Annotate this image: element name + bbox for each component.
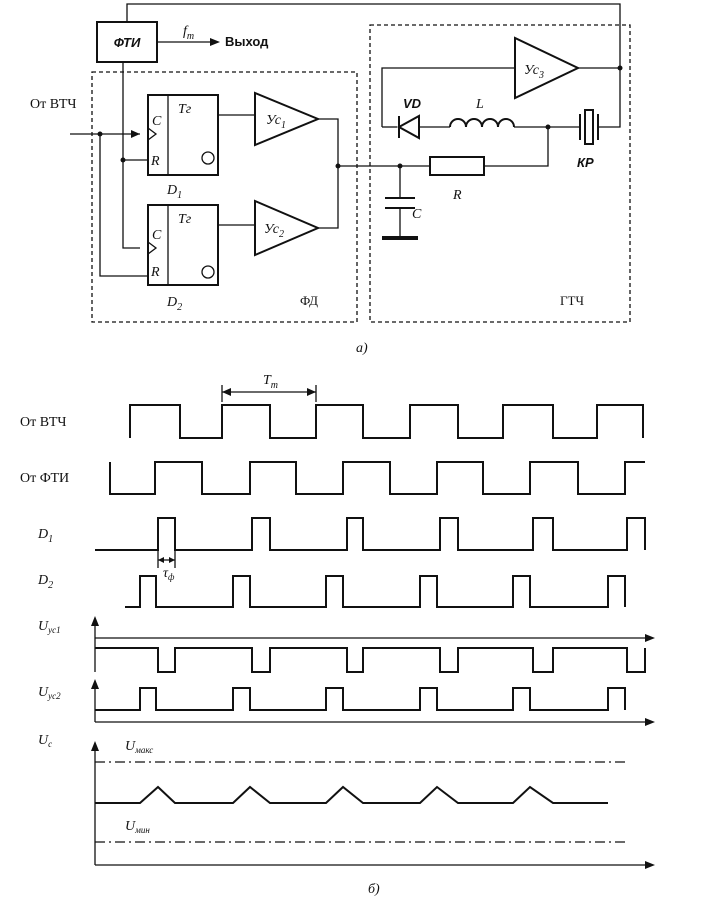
junction-node bbox=[545, 124, 551, 130]
caption-a: а) bbox=[356, 341, 368, 356]
axis-uys1-y-arrow bbox=[91, 616, 99, 626]
vd-label: VD bbox=[403, 96, 422, 111]
ft-label: fт bbox=[183, 24, 194, 42]
tau-arrow-left bbox=[158, 557, 164, 563]
timing-diagram: Tт От ВТЧ От ФТИ D1 D2 Uус1 Uус2 Uс τф bbox=[20, 373, 655, 897]
trigger-d1-output-circle bbox=[201, 151, 215, 165]
feedback-wire bbox=[126, 3, 621, 68]
period-arrow-right bbox=[307, 388, 316, 396]
trigger-d2-output-circle bbox=[201, 265, 215, 279]
tau-arrow-right bbox=[169, 557, 175, 563]
amp3-label: Ус3 bbox=[524, 63, 544, 81]
wave-d2 bbox=[125, 575, 626, 608]
wave-fti bbox=[109, 461, 645, 495]
fti-block-label: ФТИ bbox=[114, 35, 141, 50]
amp1-out-wire bbox=[318, 118, 339, 229]
trigger-d1-c: C bbox=[152, 114, 162, 129]
axis-uys1-x-arrow bbox=[645, 634, 655, 642]
fd-block-boundary bbox=[91, 71, 358, 323]
row-label-vtch: От ВТЧ bbox=[20, 415, 67, 430]
fti-clock2-wire bbox=[122, 160, 140, 249]
trigger-d2-type: Тг bbox=[178, 212, 192, 227]
fd-label: ФД bbox=[300, 293, 318, 308]
amp2-label: Ус2 bbox=[264, 222, 284, 240]
quartz-out-wire bbox=[598, 68, 621, 128]
output-label: Выход bbox=[225, 34, 269, 49]
tau-label: τф bbox=[163, 566, 175, 582]
trigger-d2-name: D2 bbox=[166, 295, 182, 313]
amp3 bbox=[514, 36, 581, 100]
amp1-label: Ус1 bbox=[266, 113, 286, 131]
row-label-fti: От ФТИ bbox=[20, 471, 69, 486]
r-to-node-wire bbox=[484, 127, 549, 167]
l-label: L bbox=[475, 97, 484, 112]
resistor-r bbox=[429, 156, 485, 176]
input-label: От ВТЧ bbox=[30, 97, 77, 112]
wave-d1 bbox=[95, 517, 646, 551]
wave-vtch bbox=[129, 404, 644, 439]
row-label-uys2: Uус2 bbox=[38, 685, 61, 701]
amp1 bbox=[254, 91, 321, 147]
amp2 bbox=[254, 199, 321, 257]
inductor-l bbox=[449, 118, 515, 128]
row-label-d1: D1 bbox=[37, 527, 53, 545]
u-max-label: Uмакс bbox=[125, 739, 153, 755]
gtch-label: ГТЧ bbox=[560, 293, 584, 308]
wave-uys2 bbox=[95, 687, 626, 711]
trigger-d1-r: R bbox=[150, 154, 160, 169]
fti-reset-wire bbox=[122, 62, 148, 161]
axis-uys2-y-arrow bbox=[91, 679, 99, 689]
row-label-uys1: Uус1 bbox=[38, 619, 61, 635]
trigger-d2-r: R bbox=[150, 265, 160, 280]
c-label: C bbox=[412, 207, 422, 222]
gtch-block-boundary bbox=[369, 24, 631, 323]
axis-uc-x-arrow bbox=[645, 861, 655, 869]
diode-vd bbox=[396, 114, 420, 140]
trigger-d1-clock-mark bbox=[147, 126, 158, 142]
r-label: R bbox=[452, 188, 462, 203]
input-arrowhead bbox=[131, 130, 140, 138]
junction-gtch-out bbox=[617, 65, 623, 71]
junction-input bbox=[97, 131, 103, 137]
wave-uys1 bbox=[95, 647, 646, 673]
input-reset2-wire bbox=[99, 134, 148, 277]
caption-b: б) bbox=[368, 882, 380, 897]
diode-left-wire bbox=[381, 67, 515, 127]
output-arrowhead bbox=[210, 38, 220, 46]
junction-fti bbox=[120, 157, 126, 163]
period-label: Tт bbox=[263, 373, 278, 391]
u-min-label: Uмин bbox=[125, 819, 150, 835]
row-label-d2: D2 bbox=[37, 573, 53, 591]
trigger-d2-c: C bbox=[152, 228, 162, 243]
trigger-d1-type: Тг bbox=[178, 102, 192, 117]
axis-uc-y-arrow bbox=[91, 741, 99, 751]
trigger-d2-clock-mark bbox=[147, 240, 158, 256]
wave-uc bbox=[95, 785, 608, 804]
schematic: ФТИ fт Выход От ВТЧ Тг C R D1 Тг C R bbox=[30, 3, 631, 356]
period-arrow-left bbox=[222, 388, 231, 396]
quartz-kp bbox=[584, 109, 594, 145]
kp-label: КР bbox=[577, 155, 594, 170]
trigger-d1-name: D1 bbox=[166, 183, 182, 201]
axis-uys2-x-arrow bbox=[645, 718, 655, 726]
row-label-uc: Uс bbox=[38, 733, 52, 749]
